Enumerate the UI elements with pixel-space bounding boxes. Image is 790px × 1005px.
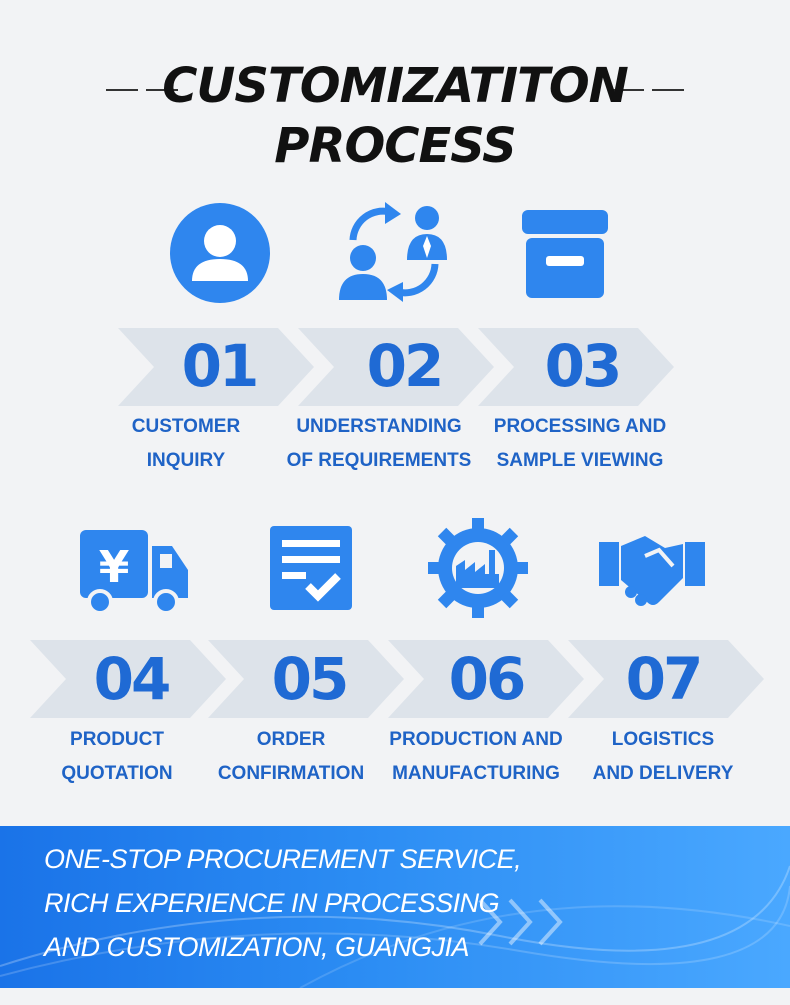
step-02-chevron — [298, 328, 494, 406]
step-03-label: PROCESSING AND SAMPLE VIEWING — [493, 416, 667, 471]
step-01-number: 01 — [181, 332, 260, 400]
step-01-label: CUSTOMER INQUIRY — [131, 416, 241, 471]
bottom-banner: ONE-STOP PROCUREMENT SERVICE, RICH EXPER… — [0, 826, 790, 988]
banner-chevrons-icon — [478, 898, 563, 946]
step-05-number: 05 — [271, 645, 350, 713]
step-02-label: UNDERSTANDING OF REQUIREMENTS — [286, 416, 472, 471]
step-06-label: PRODUCTION AND MANUFACTURING — [389, 729, 563, 784]
title-right-dash-1 — [612, 89, 644, 91]
step-07-label: LOGISTICS AND DELIVERY — [592, 729, 734, 784]
step-01-chevron — [118, 328, 314, 406]
page-title-line1: CUSTOMIZATITON — [162, 58, 629, 114]
checklist-document-icon — [270, 526, 352, 610]
step-07-chevron — [568, 640, 764, 718]
bottom-strip — [0, 988, 790, 1005]
step-06-number: 06 — [448, 645, 527, 713]
step-06-chevron — [388, 640, 584, 718]
banner-wave-decoration — [0, 865, 790, 988]
step-03-number: 03 — [544, 332, 623, 400]
archive-box-icon — [522, 210, 608, 298]
step-04-number: 04 — [93, 645, 172, 713]
svg-text:¥: ¥ — [99, 542, 130, 593]
step-05-chevron — [208, 640, 404, 718]
title-left-dash-1 — [106, 89, 138, 91]
title-left-dash-2 — [146, 89, 178, 91]
step-02-number: 02 — [366, 332, 445, 400]
page-title-line2: PROCESS — [274, 118, 516, 174]
yuan-truck-icon: ¥ — [80, 530, 188, 614]
user-icon — [170, 203, 270, 303]
factory-gear-icon — [428, 518, 528, 618]
step-03-chevron — [478, 328, 674, 406]
people-exchange-icon — [339, 202, 447, 302]
banner-text-line1: ONE-STOP PROCUREMENT SERVICE, — [44, 844, 522, 874]
title-right-dash-2 — [652, 89, 684, 91]
step-07-number: 07 — [625, 645, 704, 713]
step-04-label: PRODUCT QUOTATION — [61, 729, 173, 784]
step-05-label: ORDER CONFIRMATION — [217, 729, 365, 784]
handshake-icon — [599, 536, 705, 606]
banner-text-line2: RICH EXPERIENCE IN PROCESSING — [44, 888, 500, 918]
step-04-chevron — [30, 640, 226, 718]
banner-text-line3: AND CUSTOMIZATION, GUANGJIA — [44, 932, 470, 962]
